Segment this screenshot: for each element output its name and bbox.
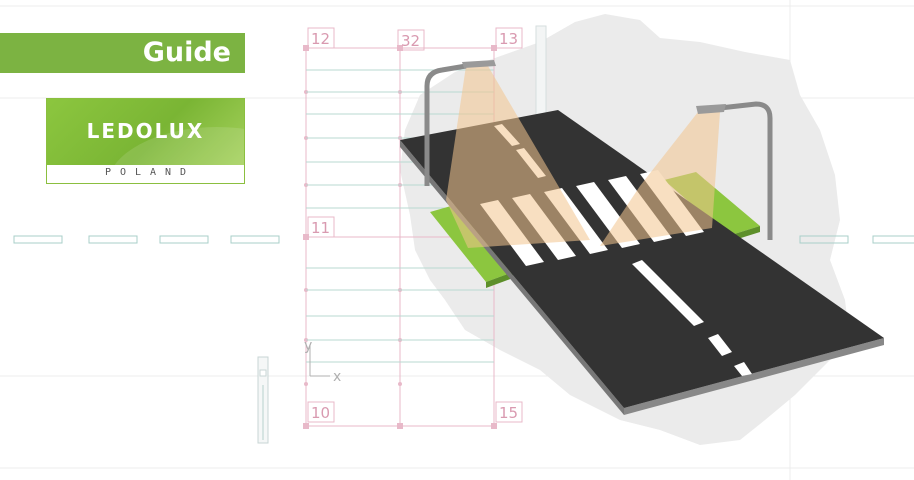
street-lamp-left [424,60,496,186]
axis-label-x: x [333,369,341,385]
grid-label-10: 10 [311,404,330,422]
light-beam-right [600,112,720,246]
axis-indicator [309,345,330,377]
grid-label-13: 13 [499,30,518,48]
grid-label-11: 11 [311,219,330,237]
grid-label-12: 12 [311,30,330,48]
light-beam-left [446,66,590,248]
guide-title: Guide [142,37,231,68]
street-lamp-right [696,101,773,240]
logo-brand-text: LEDOLUX [86,119,205,143]
grid-label-15: 15 [499,404,518,422]
grid-label-32: 32 [401,32,420,50]
pole-side-view [257,356,269,444]
road-illustration [400,60,884,415]
dashed-route-line [13,235,914,244]
logo-green-panel [47,99,244,165]
pole-side-view-top [535,25,547,117]
axis-label-y: y [304,338,312,354]
guide-banner: Guide [0,33,245,73]
ledolux-logo[interactable]: LEDOLUX POLAND [46,98,245,184]
logo-country-text: POLAND [104,167,196,178]
